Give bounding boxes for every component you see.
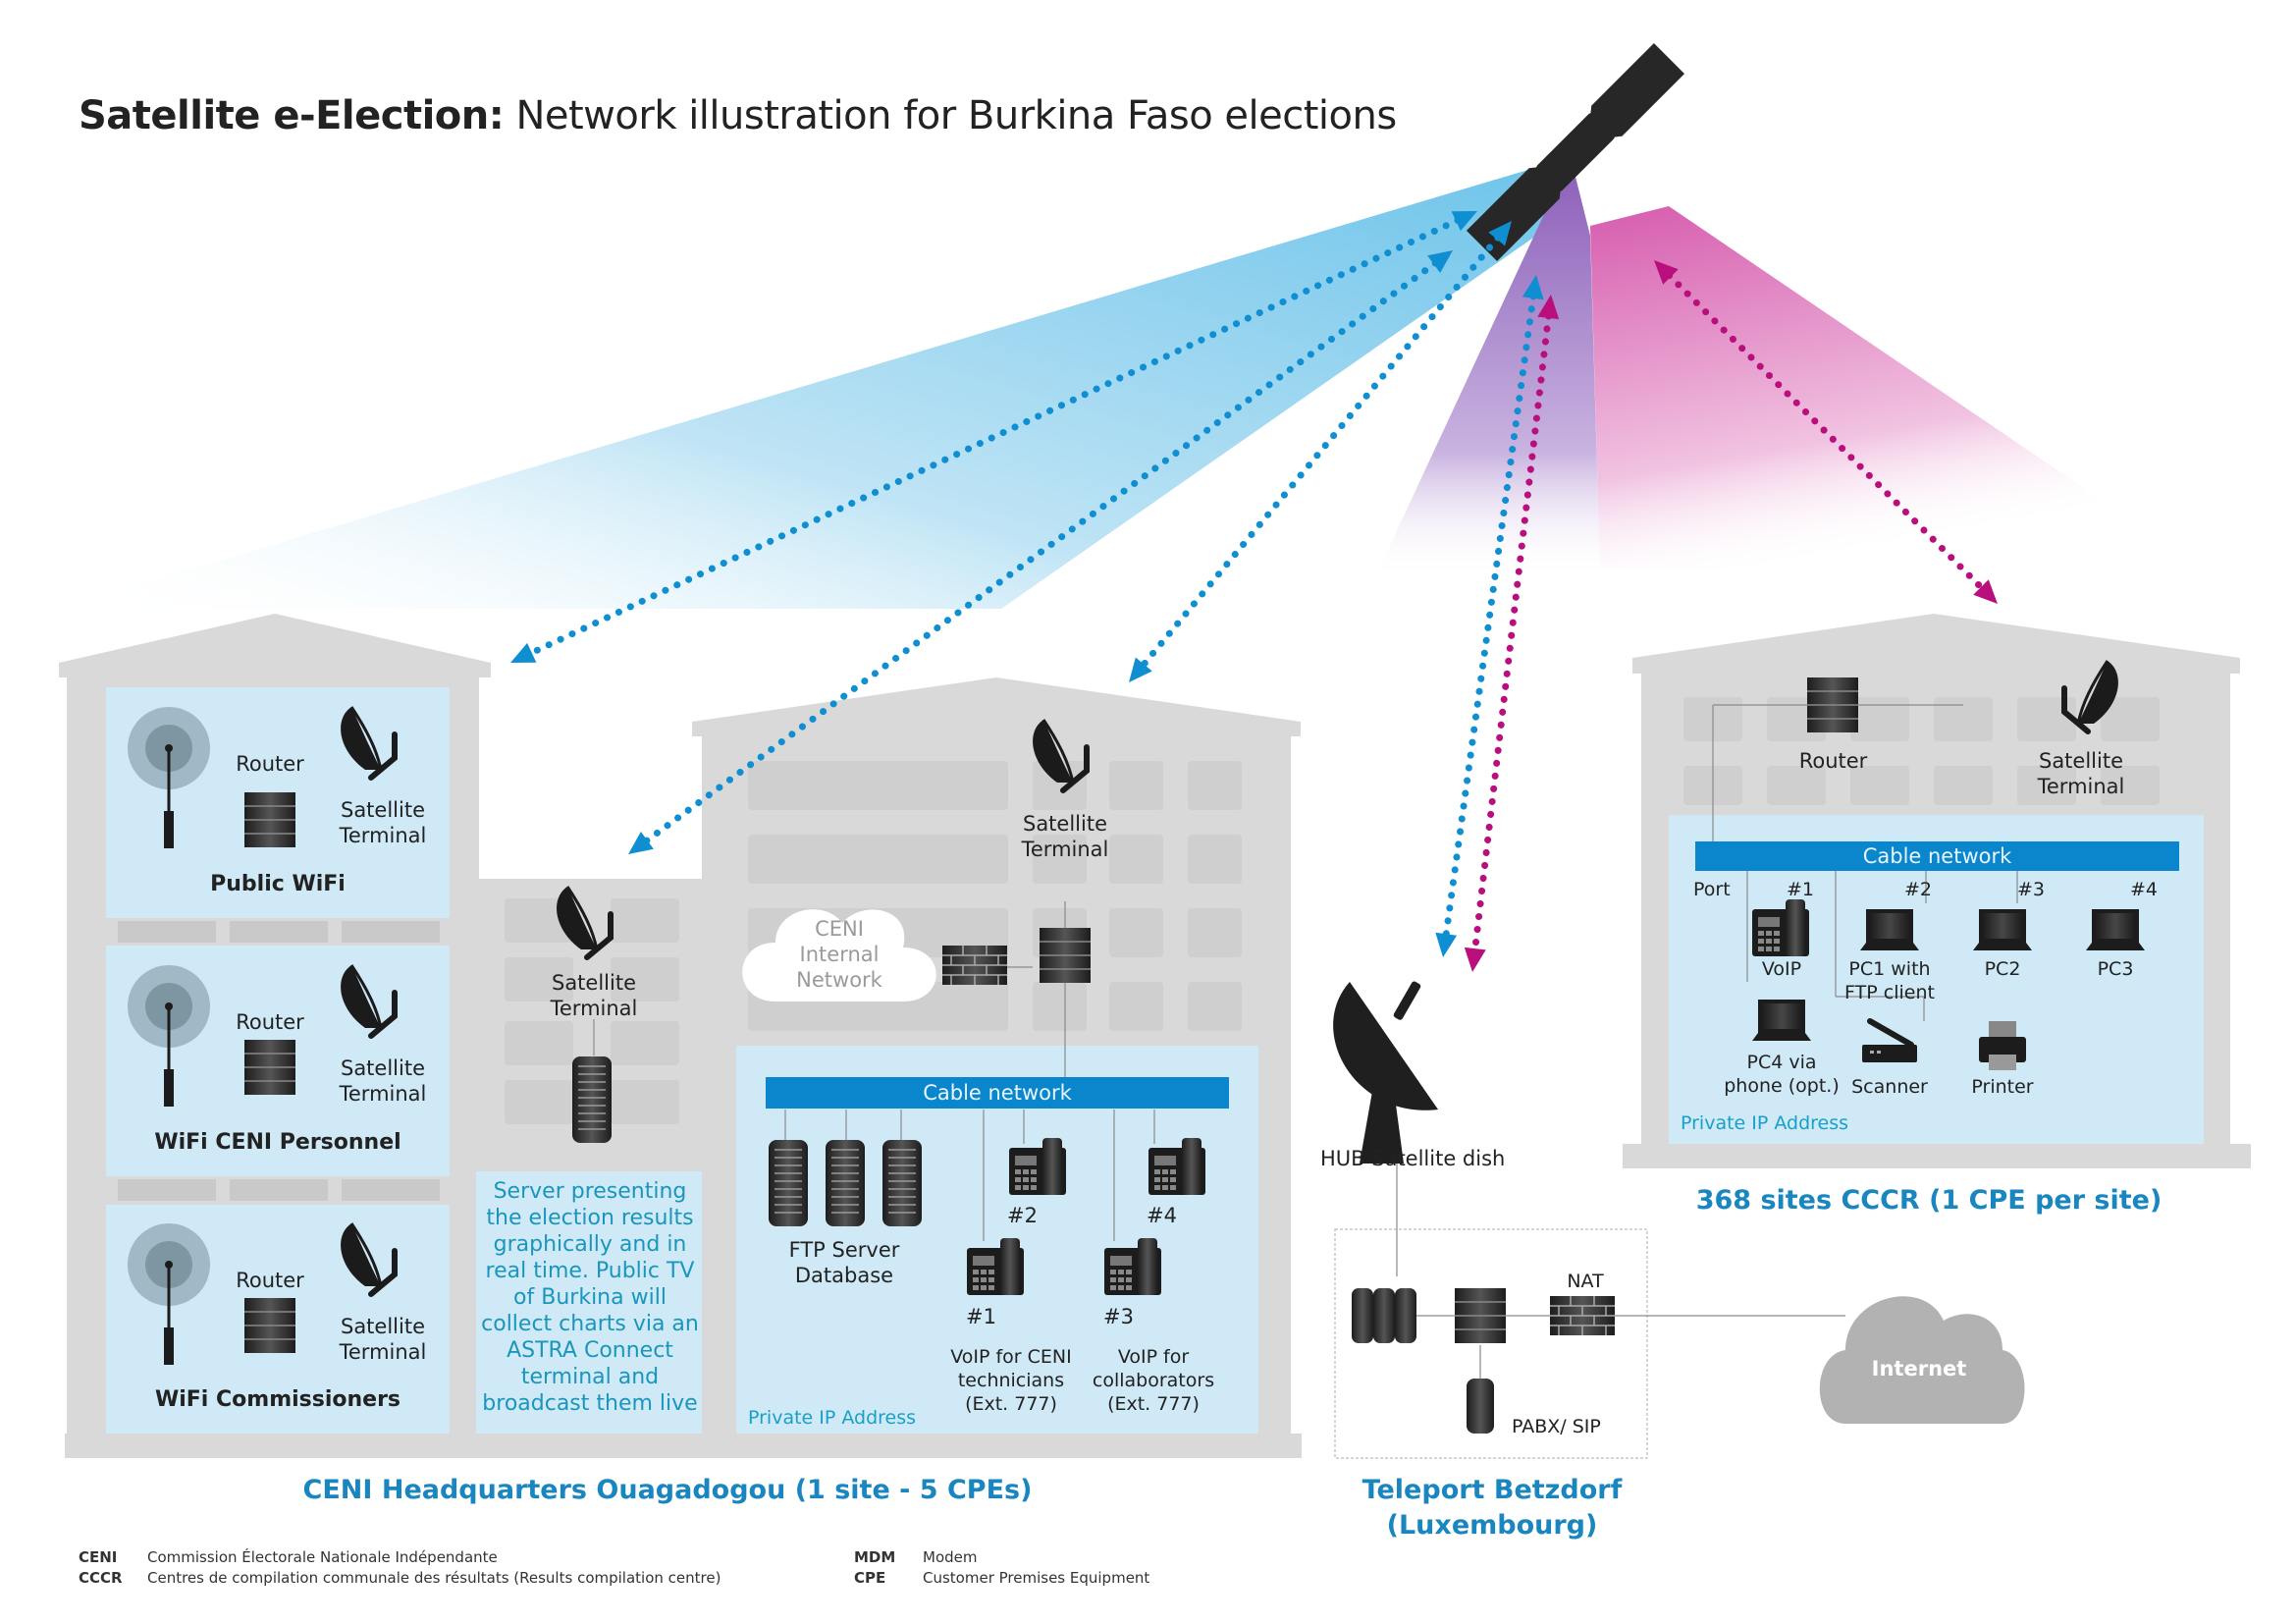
pabx-label: PABX/ SIP [1512,1416,1601,1437]
device-pc2-label: PC2 [1984,958,2021,980]
arrowhead-icon [1129,657,1152,682]
link-hub-magenta [1464,295,1560,972]
room-name: Public WiFi [210,872,346,896]
satellite-icon [1466,42,1685,262]
link-hub-blue [1435,275,1544,957]
port-1-label: #1 [1787,879,1815,900]
device-pc3-label: PC3 [2097,958,2134,980]
port-2-label: #2 [1904,879,1933,900]
arrowhead-icon [1537,295,1560,320]
hq-private-ip-label: Private IP Address [748,1407,917,1429]
phone-4-label: #4 [1147,1204,1177,1227]
scanner-label: Scanner [1851,1076,1928,1098]
title-bold: Satellite e-Election: [79,93,505,138]
link-cccr [1654,260,1998,604]
cccr-caption: 368 sites CCCR (1 CPE per site) [1695,1185,2163,1216]
title-rest: Network illustration for Burkina Faso el… [515,93,1397,138]
internet-cloud [1819,1296,2025,1424]
printer-label: Printer [1971,1076,2034,1098]
hub-dish-icon [1333,981,1438,1164]
purple-beam [1374,157,1600,579]
arrowhead-icon [510,642,537,663]
internet-label: Internet [1871,1357,1967,1380]
arrowhead-icon [1464,947,1486,972]
port-3-label: #3 [2017,879,2046,900]
router-label: Router [236,1010,304,1034]
arrowhead-icon [1654,260,1679,285]
media-building [476,879,708,1458]
arrowhead-icon [1451,211,1477,232]
arrowhead-icon [1427,250,1453,274]
cccr-router-label: Router [1798,749,1868,773]
room-name: WiFi CENI Personnel [154,1130,401,1155]
hq-cable-network: Cable network [766,1077,1229,1109]
phone-2-label: #2 [1007,1204,1038,1227]
server-note: Server presenting the election results g… [481,1179,699,1416]
arrowhead-icon [1488,221,1512,246]
link-media [628,250,1453,854]
link-public-wifi [510,211,1477,663]
hub-dish-label: HUB Satellite dish [1320,1147,1506,1170]
teleport-caption: Teleport Betzdorf(Luxembourg) [1362,1475,1623,1541]
nat-label: NAT [1567,1271,1604,1292]
scanner-icon [1862,1018,1917,1062]
phone-3-label: #3 [1103,1305,1134,1328]
cccr-cable-network: Cable network [1695,841,2179,871]
port-4-label: #4 [2130,879,2159,900]
device-voip-label: VoIP [1761,958,1802,980]
room-name: WiFi Commissioners [154,1387,401,1412]
ceni-cloud [742,909,936,1001]
router-label: Router [236,752,304,776]
phone-1-label: #1 [966,1305,996,1328]
arrowhead-icon [1435,932,1458,957]
printer-icon [1979,1021,2026,1070]
link-main [1129,221,1512,682]
port-label: Port [1693,879,1731,900]
page-title: Satellite e-Election: Network illustrati… [79,93,1397,138]
arrowhead-icon [1973,579,1998,604]
router-label: Router [236,1269,304,1292]
hq-caption: CENI Headquarters Ouagadogou (1 site - 5… [302,1475,1033,1505]
blue-beam [59,157,1571,609]
arrowhead-icon [1522,275,1544,300]
cccr-private-ip-label: Private IP Address [1681,1112,1849,1134]
arrowhead-icon [628,831,654,854]
magenta-beam [1590,206,2204,569]
